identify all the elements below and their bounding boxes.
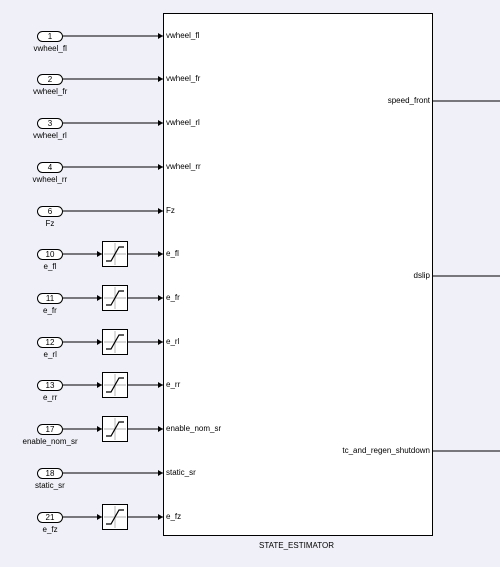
arrowhead-21-a [97,514,102,520]
inport-3[interactable]: 3 [37,118,63,129]
saturation-block-17[interactable] [102,416,128,442]
saturation-block-10[interactable] [102,241,128,267]
inport-6[interactable]: 6 [37,206,63,217]
inport-12[interactable]: 12 [37,337,63,348]
saturation-icon [104,506,126,528]
inport-name-13: e_rr [43,393,58,402]
arrowhead-10-a [97,251,102,257]
arrowhead-13-a [97,382,102,388]
block-input-label-6: Fz [166,206,175,215]
inport-name-2: vwheel_fr [33,87,68,96]
inport-name-4: vwheel_rr [32,175,68,184]
saturation-block-12[interactable] [102,329,128,355]
inport-name-6: Fz [45,219,55,228]
inport-13[interactable]: 13 [37,380,63,391]
block-name-label: STATE_ESTIMATOR [259,541,334,550]
output-label-speed-front: speed_front [387,96,430,105]
arrowhead-17-a [97,426,102,432]
inport-name-21: e_fz [42,525,58,534]
inport-21[interactable]: 21 [37,512,63,523]
arrowhead-11-b [158,295,163,301]
arrowhead-21-b [158,514,163,520]
block-input-label-10: e_fl [166,249,179,258]
saturation-block-13[interactable] [102,372,128,398]
state-estimator-block[interactable] [163,13,433,536]
inport-name-10: e_fl [43,262,57,271]
arrowhead-4 [158,164,163,170]
block-input-label-3: vwheel_rl [166,118,200,127]
saturation-icon [104,331,126,353]
arrowhead-12-a [97,339,102,345]
inport-name-12: e_rl [43,350,57,359]
arrowhead-6 [158,208,163,214]
inport-11[interactable]: 11 [37,293,63,304]
block-input-label-18: static_sr [166,468,196,477]
block-input-label-17: enable_nom_sr [166,424,222,433]
block-input-label-13: e_rr [166,380,181,389]
arrowhead-1 [158,33,163,39]
output-label-tc-and-regen-shutdown: tc_and_regen_shutdown [342,446,430,455]
block-input-label-12: e_rl [166,337,180,346]
arrowhead-3 [158,120,163,126]
inport-18[interactable]: 18 [37,468,63,479]
arrowhead-10-b [158,251,163,257]
inport-name-18: static_sr [35,481,65,490]
inport-1[interactable]: 1 [37,31,63,42]
inport-name-11: e_fr [43,306,57,315]
inport-name-3: vwheel_rl [33,131,67,140]
saturation-block-21[interactable] [102,504,128,530]
inport-10[interactable]: 10 [37,249,63,260]
arrowhead-12-b [158,339,163,345]
inport-name-1: vwheel_fl [33,44,67,53]
inport-17[interactable]: 17 [37,424,63,435]
arrowhead-18 [158,470,163,476]
inport-name-17: enable_nom_sr [22,437,78,446]
arrowhead-11-a [97,295,102,301]
arrowhead-17-b [158,426,163,432]
saturation-icon [104,374,126,396]
saturation-icon [104,287,126,309]
block-input-label-2: vwheel_fr [166,74,201,83]
block-input-label-4: vwheel_rr [166,162,201,171]
arrowhead-2 [158,76,163,82]
output-label-dslip: dslip [413,271,430,280]
saturation-icon [104,418,126,440]
inport-2[interactable]: 2 [37,74,63,85]
block-input-label-1: vwheel_fl [166,31,200,40]
arrowhead-13-b [158,382,163,388]
saturation-block-11[interactable] [102,285,128,311]
block-input-label-21: e_fz [166,512,182,521]
saturation-icon [104,243,126,265]
block-input-label-11: e_fr [166,293,180,302]
inport-4[interactable]: 4 [37,162,63,173]
